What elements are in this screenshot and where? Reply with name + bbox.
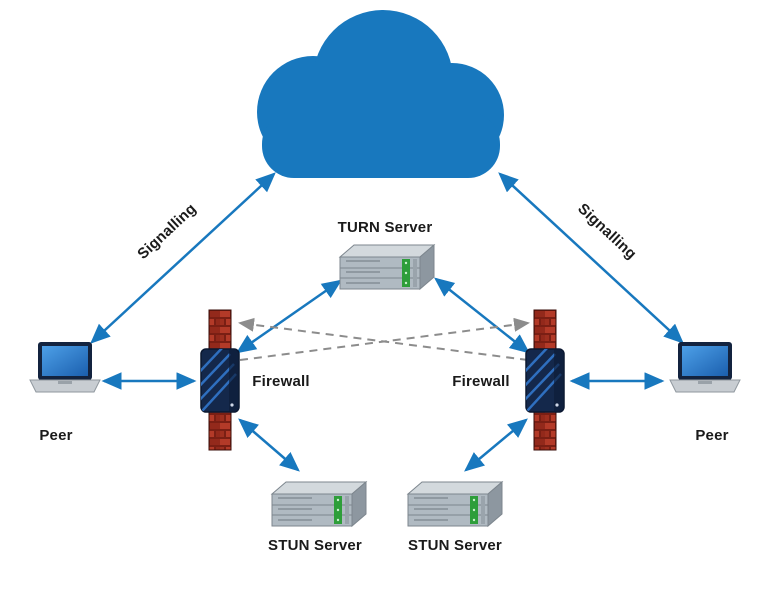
- firewall-left-label: Firewall: [252, 373, 310, 390]
- stun-server-left-icon: [271, 481, 367, 527]
- stun-server-left-label: STUN Server: [268, 537, 362, 554]
- firewall-right-label: Firewall: [452, 373, 510, 390]
- peer-left-label: Peer: [39, 427, 73, 444]
- firewall-right-icon: [515, 310, 564, 450]
- arrow-firewall-right-stun-right: [464, 418, 528, 472]
- stun-server-right-label: STUN Server: [408, 537, 502, 554]
- peer-right-laptop-icon: [669, 341, 741, 393]
- arrow-peer-right-cloud: [498, 172, 684, 344]
- turn-server-label: TURN Server: [337, 219, 433, 236]
- peer-left-laptop-icon: [29, 341, 101, 393]
- arrow-firewall-left-turn: [235, 279, 343, 354]
- dashed-arrow-firewall-right-to-left: [238, 317, 529, 361]
- internet-cloud-icon: [257, 10, 504, 178]
- stun-server-right-icon: [407, 481, 503, 527]
- arrow-firewall-left-stun-left: [238, 418, 300, 472]
- firewall-left-icon: [190, 310, 239, 450]
- arrow-firewall-right-turn: [434, 277, 530, 354]
- peer-right-label: Peer: [695, 427, 729, 444]
- arrow-peer-left-cloud: [90, 172, 276, 344]
- turn-server-icon: [339, 244, 435, 290]
